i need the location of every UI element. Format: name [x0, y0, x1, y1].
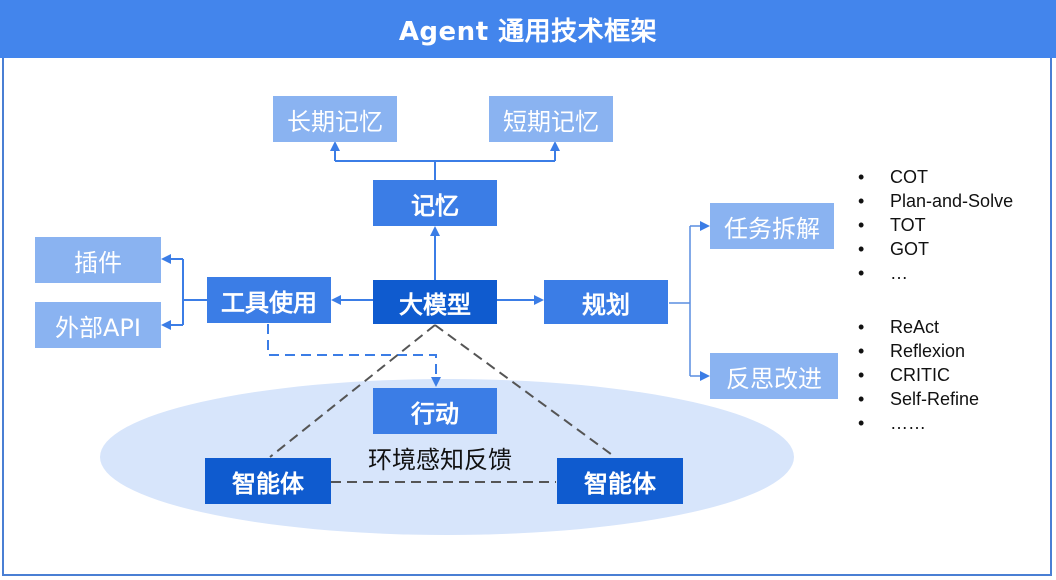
bullet-icon: • [858, 167, 865, 187]
memory-branch-arrows [330, 141, 560, 180]
action-node: 行动 [373, 388, 497, 434]
bullet-icon: • [858, 191, 865, 211]
page-title: Agent 通用技术框架 [0, 0, 1056, 58]
agent-left-node: 智能体 [205, 458, 331, 504]
tool-branch-arrows [161, 254, 207, 330]
list-item: •Plan-and-Solve [858, 191, 1014, 211]
agent-right-node: 智能体 [557, 458, 683, 504]
plugin-node: 插件 [35, 237, 161, 283]
short-term-memory-node: 短期记忆 [489, 96, 613, 142]
llm-node: 大模型 [373, 280, 497, 324]
bullet-icon: • [858, 239, 865, 259]
list-item: •Reflexion [858, 341, 966, 361]
list-item: •COT [858, 167, 928, 187]
list-item: •TOT [858, 215, 926, 235]
reflection-methods-list: •ReAct •Reflexion •CRITIC •Self-Refine •… [858, 315, 979, 435]
tool-use-node: 工具使用 [207, 277, 331, 323]
bullet-icon: • [858, 263, 865, 283]
planning-node: 规划 [544, 280, 668, 324]
external-api-node: 外部API [35, 302, 161, 348]
list-item: •ReAct [858, 317, 940, 337]
tool-to-action-dashed-arrow [267, 324, 441, 387]
list-item: •…… [858, 413, 926, 433]
reflection-node: 反思改进 [710, 353, 838, 399]
list-item: •Self-Refine [858, 389, 980, 409]
bullet-icon: • [858, 215, 865, 235]
agent-triangle [269, 324, 616, 483]
bullet-icon: • [858, 413, 865, 433]
task-decomposition-methods-list: •COT •Plan-and-Solve •TOT •GOT •… [858, 165, 1013, 285]
task-decomposition-node: 任务拆解 [710, 203, 834, 249]
memory-node: 记忆 [373, 180, 497, 226]
list-item: •GOT [858, 239, 929, 259]
bullet-icon: • [858, 317, 865, 337]
long-term-memory-node: 长期记忆 [273, 96, 397, 142]
planning-branch-arrows [669, 221, 710, 381]
list-item: •… [858, 263, 908, 283]
bullet-icon: • [858, 341, 865, 361]
list-item: •CRITIC [858, 365, 950, 385]
bullet-icon: • [858, 365, 865, 385]
environment-feedback-label: 环境感知反馈 [368, 446, 512, 474]
bullet-icon: • [858, 389, 865, 409]
